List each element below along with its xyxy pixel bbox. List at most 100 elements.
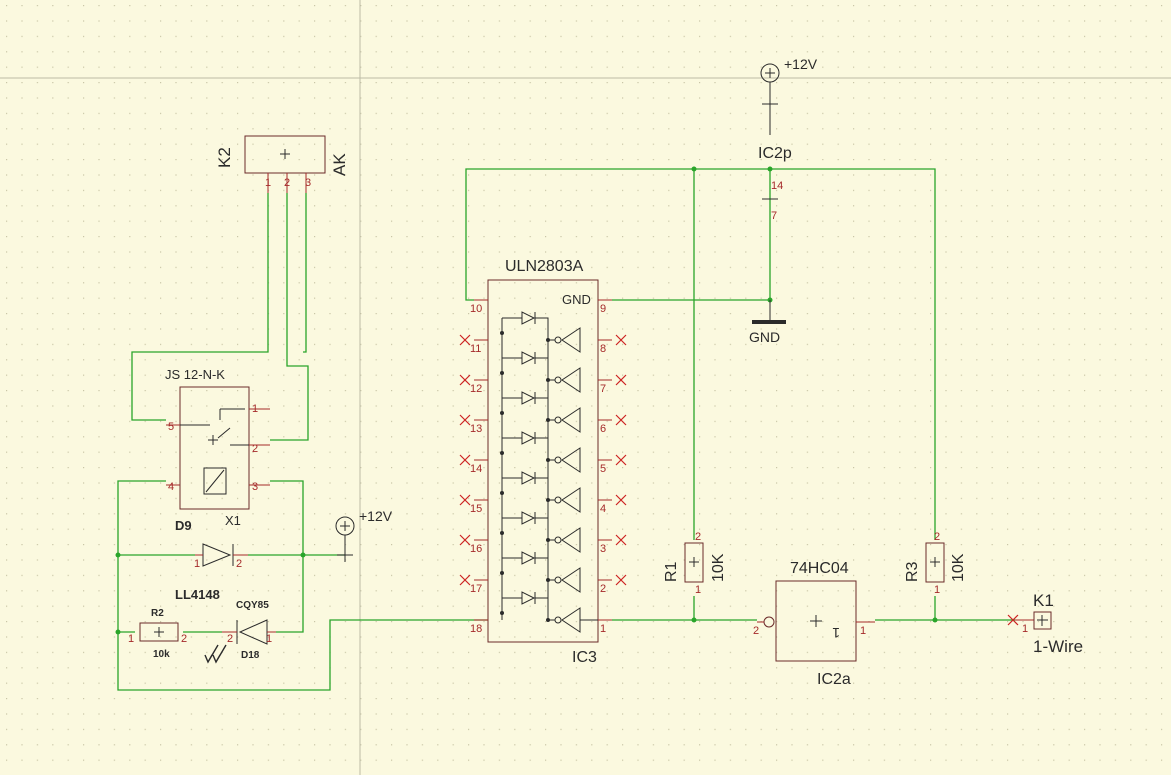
junction-dot (115, 629, 121, 635)
resistor-r2[interactable]: R2 10k 1 2 (128, 608, 187, 660)
junction-dot (500, 331, 504, 335)
nc-marker-icon (459, 574, 471, 586)
r2-ref: R2 (151, 608, 164, 619)
nc-marker-icon (459, 334, 471, 346)
junction-dot (300, 552, 306, 558)
power-left-label: +12V (359, 508, 393, 524)
r3-value: 10K (950, 553, 967, 582)
wires-left (115, 193, 488, 691)
ic3-channel-line (502, 597, 549, 620)
r1-body (684, 542, 704, 583)
light-arrow-icon (204, 644, 227, 664)
k1-ref: K1 (1033, 591, 1054, 610)
r2-pin1: 1 (128, 633, 134, 645)
d9-pin2: 2 (236, 558, 242, 570)
r1-pin1: 1 (695, 584, 701, 596)
nc-marker-icon (615, 334, 627, 346)
nc-marker-icon (1007, 614, 1019, 626)
r3-pin1: 1 (934, 584, 940, 596)
wire-vcc-bus (465, 168, 936, 540)
nc-marker-icon (459, 454, 471, 466)
ic2a-ref: IC2a (817, 671, 851, 688)
k1-value: 1-Wire (1033, 637, 1083, 656)
ic3-gnd-label: GND (562, 292, 591, 307)
ic2a-pin1: 1 (860, 625, 866, 637)
k2-body (244, 135, 326, 174)
k2-connector[interactable]: K2 AK 1 2 3 (215, 135, 349, 193)
buffer-icon (561, 407, 581, 433)
ic2p-pin14: 14 (771, 180, 783, 192)
resistor-r1[interactable]: R1 10K 2 1 (663, 531, 727, 596)
k1-pin1: 1 (1022, 623, 1028, 635)
relay-coil-icon (203, 467, 227, 495)
relay-origin-icon (208, 435, 218, 445)
r2-value: 10k (153, 649, 170, 660)
r1-origin-icon (689, 557, 699, 567)
relay-x1[interactable]: JS 12-N-K X1 1 5 2 4 3 (165, 367, 270, 528)
power-12v-top[interactable]: +12V (760, 56, 818, 135)
junction-dot (500, 531, 504, 535)
ic2p-power-pins[interactable]: IC2p 14 7 (758, 145, 792, 222)
r1-value: 10K (710, 553, 727, 582)
k2-ref: K2 (215, 147, 234, 168)
resistor-r3[interactable]: R3 10K 2 1 (904, 531, 967, 596)
power-12v-left[interactable]: +12V (335, 508, 393, 562)
junction-dot (546, 578, 550, 582)
power-top-label: +12V (784, 56, 818, 72)
led-d18[interactable]: CQY85 D18 2 1 (204, 600, 276, 664)
d9-value: LL4148 (175, 587, 220, 602)
ic3-left-pin-label: 11 (470, 343, 481, 355)
gnd-symbol[interactable]: GND (749, 300, 786, 345)
ic3-left-pin-label: 14 (470, 463, 482, 475)
relay-pin2: 2 (252, 443, 258, 455)
buffer-icon (561, 327, 581, 353)
junction-dot (500, 571, 504, 575)
ic3-right-pin-label: 5 (600, 463, 606, 475)
relay-body (179, 386, 250, 510)
r3-ref: R3 (904, 561, 921, 582)
buffer-icon (561, 447, 581, 473)
ic3-left-pin-label: 15 (470, 503, 482, 515)
gnd-label: GND (749, 329, 780, 345)
ic3-left-pin-label: 16 (470, 543, 482, 555)
wire-k2-3 (303, 193, 307, 353)
nc-marker-icon (615, 454, 627, 466)
k1-body (1033, 611, 1052, 630)
junction-dot (500, 491, 504, 495)
diode-d9[interactable]: D9 LL4148 1 2 (175, 518, 248, 602)
junction-dot (546, 338, 550, 342)
buffer-icon (561, 487, 581, 513)
junction-dot (691, 166, 697, 172)
ic3-uln2803a[interactable]: ULN2803A IC3 GND 10111213141516171898765… (459, 258, 627, 666)
ic2a-inverter[interactable]: 74HC04 IC2a 1 2 1 (753, 560, 875, 688)
junction-dot (500, 371, 504, 375)
r2-pin2: 2 (181, 633, 187, 645)
buffer-icon (561, 567, 581, 593)
k1-connector[interactable]: K1 1-Wire 1 (1007, 591, 1083, 656)
wire-k2-2 (270, 193, 309, 441)
d9-ref: D9 (175, 518, 192, 533)
nc-marker-icon (459, 534, 471, 546)
ic3-right-pin-label: 8 (600, 343, 606, 355)
ic3-left-pin-label: 18 (470, 623, 482, 635)
junction-dot (115, 552, 121, 558)
d18-ref: D18 (241, 650, 260, 661)
ic3-value: ULN2803A (505, 258, 584, 275)
power-plus-icon (762, 68, 778, 135)
junction-dot (546, 458, 550, 462)
ic3-right-pin-label: 6 (600, 423, 606, 435)
r1-ref: R1 (663, 561, 680, 582)
r2-body (139, 622, 179, 642)
junction-dot (500, 411, 504, 415)
ic2p-ref: IC2p (758, 145, 792, 162)
relay-contact-icon (180, 408, 249, 446)
nc-marker-icon (615, 414, 627, 426)
junction-dot (932, 617, 938, 623)
nc-marker-icon (615, 574, 627, 586)
k2-pin3: 3 (305, 177, 311, 189)
buffer-icon (561, 527, 581, 553)
relay-coil-slash (205, 469, 225, 493)
relay-pin5: 5 (168, 421, 174, 433)
